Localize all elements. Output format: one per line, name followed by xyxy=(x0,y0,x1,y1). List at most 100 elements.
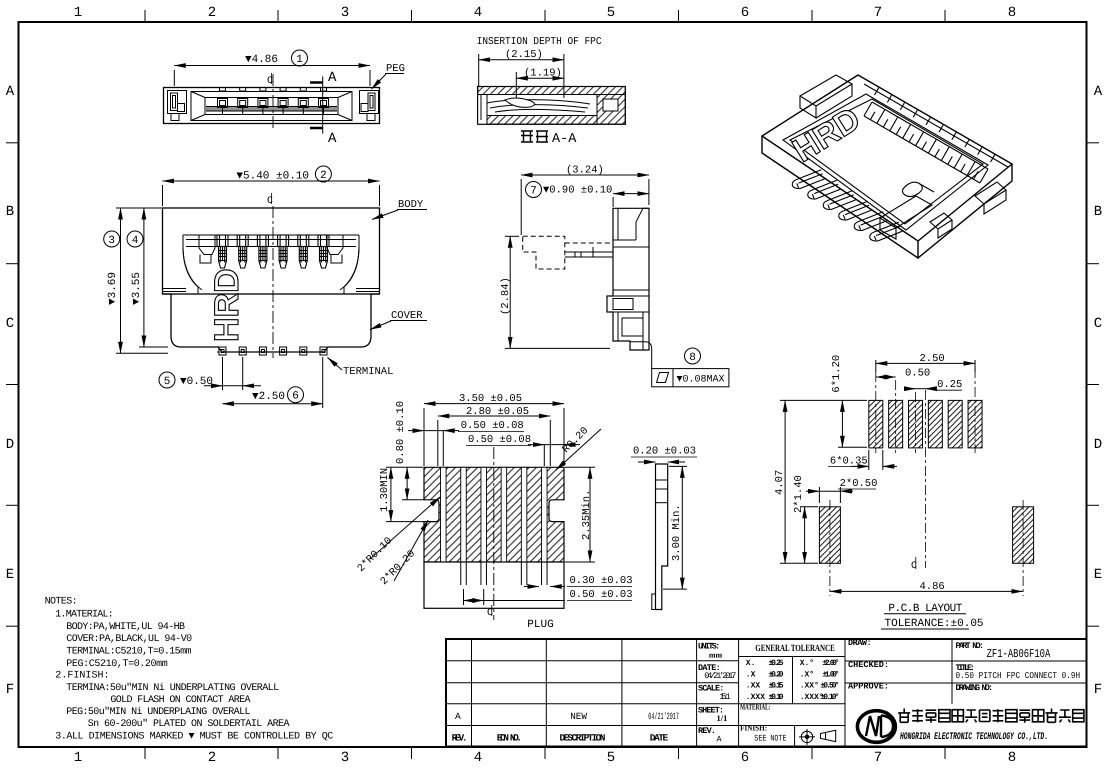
svg-text:8: 8 xyxy=(689,352,696,364)
svg-text:7: 7 xyxy=(530,186,537,198)
svg-text:2.50: 2.50 xyxy=(920,353,945,365)
svg-text:1: 1 xyxy=(74,5,82,21)
svg-text:NOTES:: NOTES: xyxy=(45,597,78,608)
svg-text:PLUG: PLUG xyxy=(527,619,553,631)
svg-text:(1.19): (1.19) xyxy=(524,68,562,80)
svg-text:.XX: .XX xyxy=(746,682,761,691)
svg-text:(2.15): (2.15) xyxy=(505,49,543,61)
svg-text:INSERTION DEPTH OF FPC: INSERTION DEPTH OF FPC xyxy=(477,36,602,48)
svg-text:04/21'2017: 04/21'2017 xyxy=(704,671,736,681)
svg-text:A: A xyxy=(328,131,337,147)
svg-text:8: 8 xyxy=(1008,5,1016,21)
svg-text:.XXX: .XXX xyxy=(746,693,765,702)
svg-text:PEG:50u″MIN Ni UNDERPLAING OVE: PEG:50u″MIN Ni UNDERPLAING OVERALL xyxy=(66,706,250,718)
svg-text:C: C xyxy=(487,608,493,619)
svg-text:6: 6 xyxy=(741,5,749,21)
svg-text:TERMINA:50u″MIN Ni UNDERPLATIN: TERMINA:50u″MIN Ni UNDERPLATING OVERALL xyxy=(66,682,279,694)
svg-text:2.35Min.: 2.35Min. xyxy=(581,490,593,540)
svg-text:A: A xyxy=(1094,84,1103,100)
svg-text:▼0.90 ±0.10: ▼0.90 ±0.10 xyxy=(543,185,612,197)
svg-text:0.25: 0.25 xyxy=(937,379,962,391)
svg-text:.X: .X xyxy=(746,670,756,679)
svg-text:±2.00°: ±2.00° xyxy=(822,659,839,668)
svg-text:TERMINAL:C5210,T=0.15mm: TERMINAL:C5210,T=0.15mm xyxy=(66,647,191,658)
svg-text:DRAW:: DRAW: xyxy=(848,638,872,648)
svg-text:.X°: .X° xyxy=(800,670,814,679)
svg-text:F: F xyxy=(6,682,14,698)
svg-text:4: 4 xyxy=(474,5,482,21)
svg-text:REV.: REV. xyxy=(698,726,716,736)
svg-text:3: 3 xyxy=(341,5,349,21)
svg-text:▼5.40 ±0.10: ▼5.40 ±0.10 xyxy=(236,171,309,183)
svg-text:PART NO:: PART NO: xyxy=(956,641,985,651)
svg-text:A-A: A-A xyxy=(552,132,577,147)
svg-text:FINISH:: FINISH: xyxy=(740,723,767,732)
svg-text:15:1: 15:1 xyxy=(719,692,730,702)
svg-text:▼3.55: ▼3.55 xyxy=(131,272,143,305)
svg-text:±0.50°: ±0.50° xyxy=(820,682,839,691)
svg-text:C: C xyxy=(267,196,273,207)
svg-text:MATERIAL:: MATERIAL: xyxy=(740,703,770,712)
svg-text:2*0.50: 2*0.50 xyxy=(840,478,878,490)
svg-text:DESCRIPTION: DESCRIPTION xyxy=(560,732,606,743)
svg-text:0.50 PITCH FPC CONNECT 0.9H: 0.50 PITCH FPC CONNECT 0.9H xyxy=(956,671,1081,681)
svg-text:Sn 60-200u″ PLATED ON SOLDERTA: Sn 60-200u″ PLATED ON SOLDERTAIL AREA xyxy=(88,718,290,730)
svg-text:D: D xyxy=(1094,437,1102,453)
svg-text:REV.: REV. xyxy=(452,732,468,743)
svg-text:1.30MIN: 1.30MIN xyxy=(379,468,391,512)
svg-text:1/1: 1/1 xyxy=(717,713,728,723)
svg-text:3: 3 xyxy=(108,235,115,247)
svg-text:NEW: NEW xyxy=(570,711,587,722)
svg-text:2*1.40: 2*1.40 xyxy=(793,475,805,513)
svg-text:▼2.50: ▼2.50 xyxy=(252,391,285,403)
svg-text:±1.00°: ±1.00° xyxy=(822,670,839,679)
svg-text:0.30 ±0.03: 0.30 ±0.03 xyxy=(570,575,633,587)
svg-text:A: A xyxy=(6,84,15,100)
svg-text:2.FINISH:: 2.FINISH: xyxy=(55,671,109,682)
svg-text:4: 4 xyxy=(132,235,139,247)
svg-text:.XXX°: .XXX° xyxy=(800,693,824,702)
svg-text:1: 1 xyxy=(74,750,82,766)
svg-text:.XX°: .XX° xyxy=(800,682,819,691)
svg-text:4.07: 4.07 xyxy=(774,470,786,495)
svg-text:UNITS:: UNITS: xyxy=(698,642,720,652)
svg-text:mm: mm xyxy=(709,650,723,659)
svg-text:±0.15: ±0.15 xyxy=(769,682,784,691)
svg-text:(3.24): (3.24) xyxy=(566,165,604,177)
svg-text:3.ALL DIMENSIONS MARKED ▼ MUST: 3.ALL DIMENSIONS MARKED ▼ MUST BE CONTRO… xyxy=(55,732,333,743)
svg-text:(2.84): (2.84) xyxy=(500,277,512,315)
svg-text:▼0.08MAX: ▼0.08MAX xyxy=(677,375,725,386)
svg-text:6: 6 xyxy=(741,750,749,766)
svg-text:C: C xyxy=(6,316,14,332)
svg-text:▼0.50: ▼0.50 xyxy=(180,376,213,388)
svg-text:X.: X. xyxy=(746,659,756,668)
svg-text:DATE: DATE xyxy=(650,732,669,743)
svg-text:0.50 ±0.03: 0.50 ±0.03 xyxy=(570,589,633,601)
svg-text:0.50 ±0.08: 0.50 ±0.08 xyxy=(468,434,531,446)
svg-text:TITLE:: TITLE: xyxy=(956,663,976,673)
svg-text:F: F xyxy=(1094,682,1102,698)
svg-text:X.°: X.° xyxy=(800,659,814,668)
svg-text:C: C xyxy=(267,76,273,87)
svg-text:4.86: 4.86 xyxy=(920,581,945,593)
svg-text:C: C xyxy=(1094,316,1102,332)
svg-text:▼4.86: ▼4.86 xyxy=(245,54,278,66)
svg-text:HONGRIDA ELECTRONIC TECHNOLOGY: HONGRIDA ELECTRONIC TECHNOLOGY CO.,LTD. xyxy=(900,732,1048,743)
svg-text:DRAWING NO:: DRAWING NO: xyxy=(956,683,994,693)
svg-text:0.50: 0.50 xyxy=(905,368,930,380)
svg-text:3: 3 xyxy=(341,750,349,766)
svg-text:1: 1 xyxy=(296,54,303,66)
svg-text:04/21'2017: 04/21'2017 xyxy=(648,711,679,722)
svg-text:±0.25: ±0.25 xyxy=(769,659,784,668)
svg-text:▼3.69: ▼3.69 xyxy=(107,272,119,305)
svg-text:5: 5 xyxy=(607,5,615,21)
svg-text:7: 7 xyxy=(874,5,882,21)
svg-text:BODY:PA,WHITE,UL 94-HB: BODY:PA,WHITE,UL 94-HB xyxy=(66,622,185,633)
svg-text:6: 6 xyxy=(292,391,299,403)
svg-text:2: 2 xyxy=(208,750,216,766)
svg-text:APPROVE:: APPROVE: xyxy=(848,682,889,692)
svg-text:±0.10: ±0.10 xyxy=(769,693,784,702)
svg-text:P.C.B LAYOUT: P.C.B LAYOUT xyxy=(888,603,962,615)
svg-text:6*1.20: 6*1.20 xyxy=(831,355,843,393)
svg-text:±0.20: ±0.20 xyxy=(769,670,784,679)
